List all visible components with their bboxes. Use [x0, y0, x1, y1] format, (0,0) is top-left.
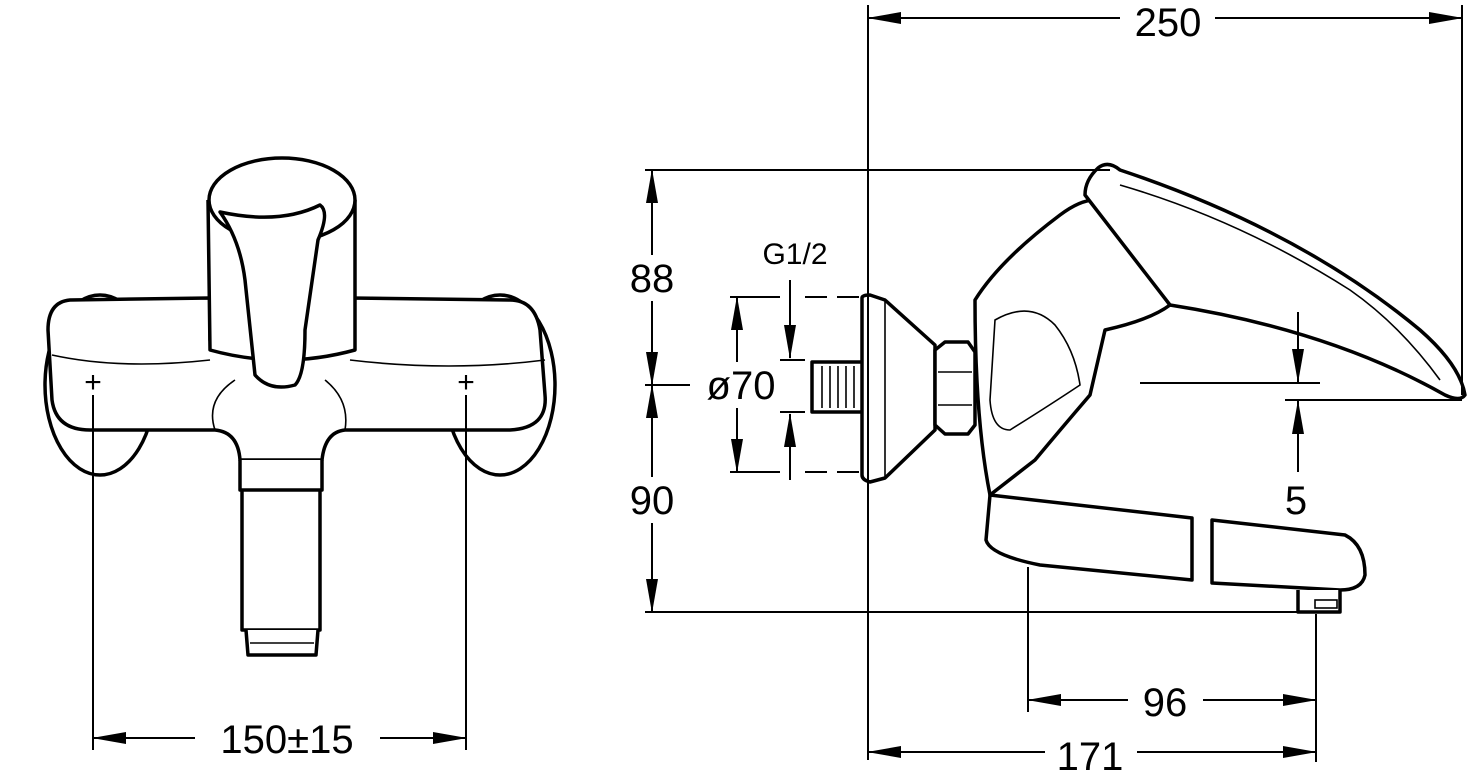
body-window — [989, 310, 1081, 431]
right-center-mark: + — [457, 366, 475, 399]
front-view: + + 150±15 — [43, 156, 557, 762]
lever-handle — [218, 203, 327, 389]
height-above-label: 88 — [630, 257, 675, 301]
body-contour — [51, 354, 546, 431]
hex-nut — [933, 340, 977, 436]
threaded-connector — [810, 360, 870, 414]
spout-offset-label: 5 — [1285, 479, 1307, 523]
left-center-mark: + — [84, 366, 102, 399]
side-lever — [1083, 162, 1467, 401]
center-distance-label: 150±15 — [220, 718, 353, 762]
spout-aerator — [1296, 590, 1342, 614]
spout-projection-label: 96 — [1143, 681, 1188, 725]
side-spout — [984, 493, 1367, 592]
thread-hatching — [821, 366, 863, 408]
flange-diameter-label: ø70 — [707, 364, 776, 408]
connection-thread-label: G1/2 — [762, 238, 827, 271]
side-view: 250 88 90 ø70 G1/2 5 — [622, 0, 1467, 777]
front-spout — [238, 460, 324, 632]
outlet-distance-label: 171 — [1057, 735, 1124, 777]
height-below-label: 90 — [630, 479, 675, 523]
side-wall-flange — [860, 293, 937, 484]
overall-length-label: 250 — [1135, 1, 1202, 45]
